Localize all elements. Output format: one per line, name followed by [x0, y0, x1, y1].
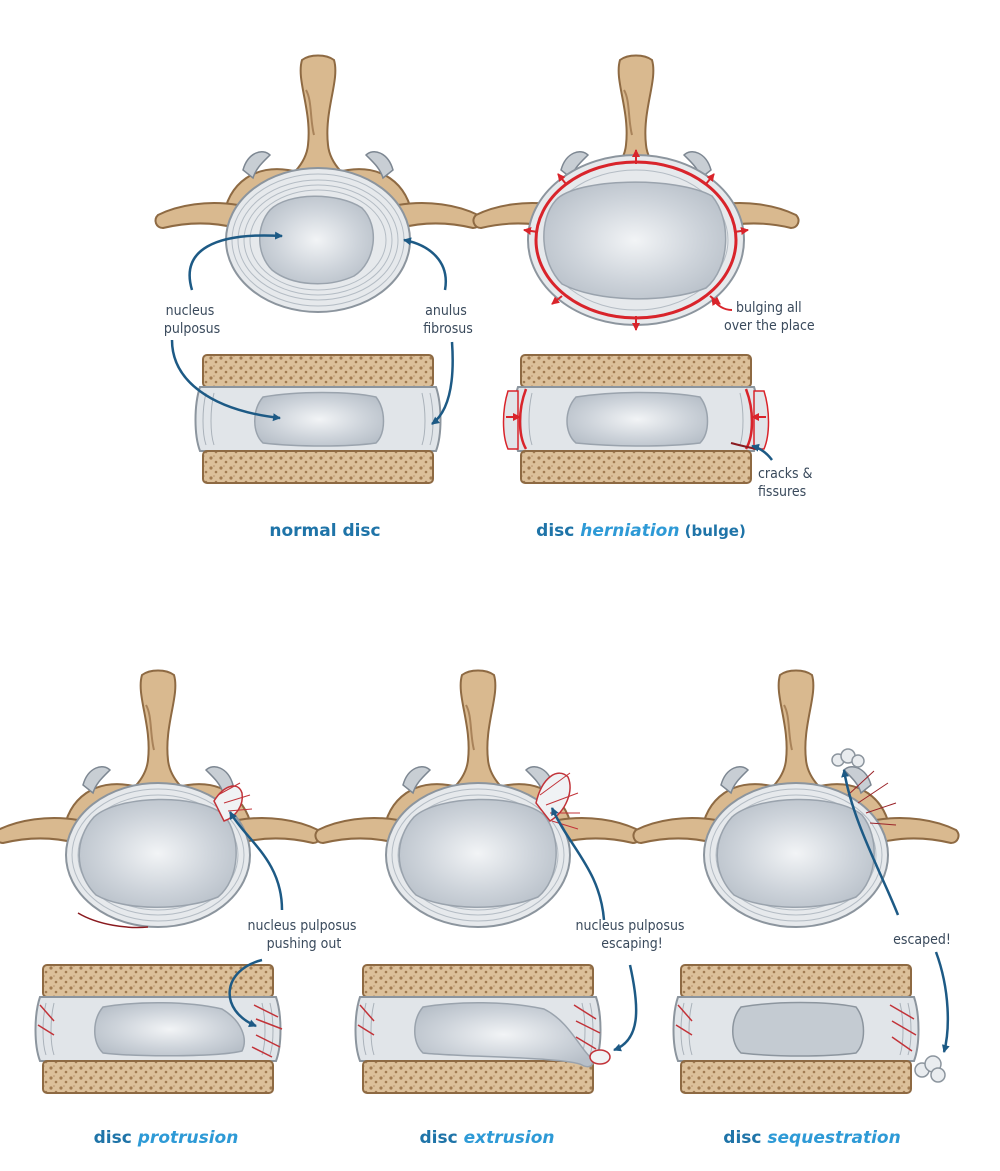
- label-extrusion: nucleus pulposus escaping!: [576, 918, 689, 952]
- extrusion-vertebra-top: [314, 669, 642, 928]
- protrusion-vertebra-top: [0, 669, 322, 929]
- caption-herniation: disc herniation (bulge): [536, 521, 746, 541]
- protrusion-vertebra-side: [34, 964, 283, 1094]
- extrusion-nucleus: [398, 798, 557, 908]
- extrusion-vertebra-side: [354, 964, 611, 1094]
- arrow-nucleus-top: [188, 231, 283, 291]
- normal-nucleus: [259, 195, 375, 285]
- panel-sequestration: escaped! disc sequestration: [632, 669, 960, 1148]
- panel-normal: nucleus pulposus anulus fibrosus normal …: [154, 54, 482, 541]
- caption-sequestration: disc sequestration: [723, 1128, 900, 1148]
- arrow-protrusion-side: [228, 958, 263, 1028]
- sequestration-vertebra-top: [632, 669, 960, 928]
- herniation-side-nucleus: [566, 391, 709, 447]
- arrow-sequestration-side: [934, 951, 950, 1053]
- label-anulus-fibrosus: anulus fibrosus: [423, 303, 473, 337]
- sequestration-vertebra-side: [672, 964, 920, 1094]
- label-protrusion: nucleus pulposus pushing out: [248, 918, 361, 952]
- protrusion-nucleus: [78, 798, 237, 908]
- herniation-vertebra-side: [502, 354, 770, 484]
- label-nucleus-pulposus: nucleus pulposus: [164, 303, 220, 337]
- caption-extrusion: disc extrusion: [420, 1128, 555, 1148]
- caption-normal: normal disc: [269, 521, 380, 541]
- arrow-extrusion-top: [550, 807, 606, 921]
- normal-vertebra-side: [194, 354, 442, 484]
- herniation-vertebra-top: [472, 54, 800, 331]
- label-cracks: cracks & fissures: [758, 466, 816, 500]
- protrusion-side-nucleus: [94, 1001, 245, 1057]
- arrow-protrusion-top: [228, 811, 284, 911]
- arrow-bulging: [711, 297, 733, 311]
- arrow-anulus-side: [431, 341, 454, 425]
- arrow-sequestration-top: [841, 769, 900, 916]
- panel-herniation: bulging all over the place cracks & fiss…: [472, 54, 816, 541]
- caption-protrusion: disc protrusion: [94, 1128, 239, 1148]
- panel-protrusion: nucleus pulposus pushing out disc protru…: [0, 669, 361, 1148]
- sequestration-nucleus: [716, 798, 875, 908]
- herniation-nucleus: [543, 181, 727, 300]
- arrow-extrusion-side: [613, 964, 638, 1052]
- arrow-cracks: [751, 443, 773, 461]
- sequestered-fragment-side: [914, 1055, 946, 1083]
- panel-extrusion: nucleus pulposus escaping! disc extrusio…: [314, 669, 689, 1148]
- label-sequestration: escaped!: [893, 932, 951, 948]
- sequestration-side-nucleus: [732, 1001, 865, 1057]
- extrusion-side-nucleus: [414, 1002, 594, 1068]
- normal-vertebra-top: [154, 54, 482, 313]
- arrow-anulus-top: [403, 237, 448, 291]
- label-bulging: bulging all over the place: [724, 300, 815, 334]
- normal-side-nucleus: [254, 391, 385, 447]
- sequestered-fragment-top: [831, 748, 865, 768]
- arrow-nucleus-side: [170, 339, 281, 422]
